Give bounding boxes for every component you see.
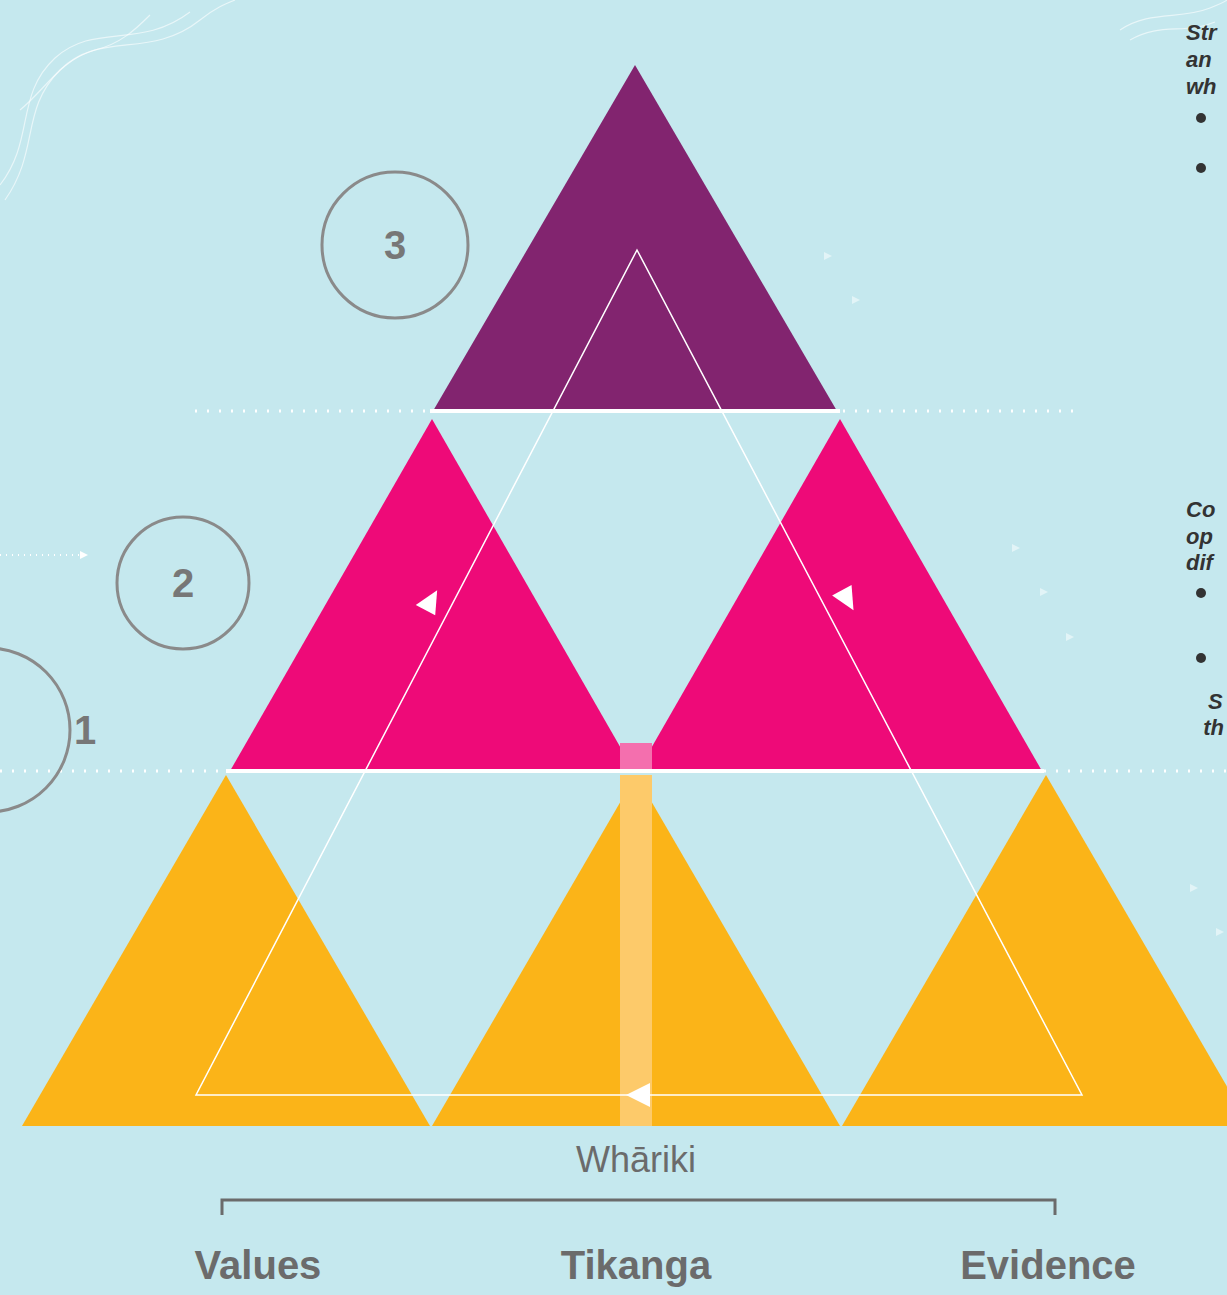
pale-stripe xyxy=(620,743,652,771)
bracket xyxy=(222,1200,1055,1215)
step-circle: 3 xyxy=(320,170,470,320)
callout-number: 2 xyxy=(172,563,194,603)
faint-marker xyxy=(824,252,832,260)
faint-marker xyxy=(1066,633,1074,641)
dotted-level-line xyxy=(0,770,1227,773)
magenta-triangle xyxy=(230,419,634,771)
foundation-label: Values xyxy=(195,1245,322,1285)
circle-outline xyxy=(0,648,70,812)
bullet xyxy=(1196,163,1206,173)
pale-stripe xyxy=(620,775,652,1126)
circle-outline xyxy=(0,646,72,814)
bullet xyxy=(1196,113,1206,663)
circle-outline xyxy=(117,517,249,649)
side-text: Str xyxy=(1186,22,1217,44)
step-circle: 1 xyxy=(0,646,72,814)
yellow-triangle xyxy=(22,775,430,1126)
faint-marker xyxy=(824,252,1224,936)
dotted-pointer xyxy=(0,554,80,556)
pointer-head xyxy=(80,551,88,559)
yellow-triangle xyxy=(432,775,840,1126)
side-text: th xyxy=(1203,717,1224,739)
bullet xyxy=(1196,113,1206,123)
foundation-label: Tikanga xyxy=(561,1245,711,1285)
side-text: S xyxy=(1208,691,1223,713)
side-text: op xyxy=(1186,526,1213,548)
faint-marker xyxy=(1012,544,1020,552)
yellow-triangle xyxy=(842,775,1227,1126)
faint-marker xyxy=(1216,928,1224,936)
faint-marker xyxy=(852,296,860,304)
callout-number: 3 xyxy=(384,225,406,265)
foundation-label: Evidence xyxy=(960,1245,1136,1285)
bullet xyxy=(1196,653,1206,663)
side-text: an xyxy=(1186,49,1212,71)
circle-outline xyxy=(322,172,468,318)
level-divider xyxy=(226,769,1044,773)
side-text: wh xyxy=(1186,76,1217,98)
cycle-triangle xyxy=(196,250,1082,1095)
decorative-squiggle xyxy=(20,15,150,110)
foundation-title: Whāriki xyxy=(576,1142,696,1178)
side-text: dif xyxy=(1186,552,1213,574)
level-divider xyxy=(430,409,840,413)
cycle-arrowhead xyxy=(626,1083,650,1107)
purple-triangle xyxy=(433,65,837,411)
side-text: Co xyxy=(1186,499,1215,521)
bullet xyxy=(1196,588,1206,598)
faint-marker xyxy=(1040,588,1048,596)
dotted-level-line xyxy=(195,410,1080,413)
cycle-arrowhead xyxy=(832,585,862,616)
faint-marker xyxy=(1190,884,1198,892)
magenta-triangle xyxy=(638,419,1042,771)
callout-number: 1 xyxy=(74,710,96,750)
decorative-squiggle xyxy=(0,12,190,185)
cycle-arrowhead xyxy=(416,585,446,616)
decorative-squiggle xyxy=(5,0,235,200)
step-circle: 2 xyxy=(115,515,251,651)
